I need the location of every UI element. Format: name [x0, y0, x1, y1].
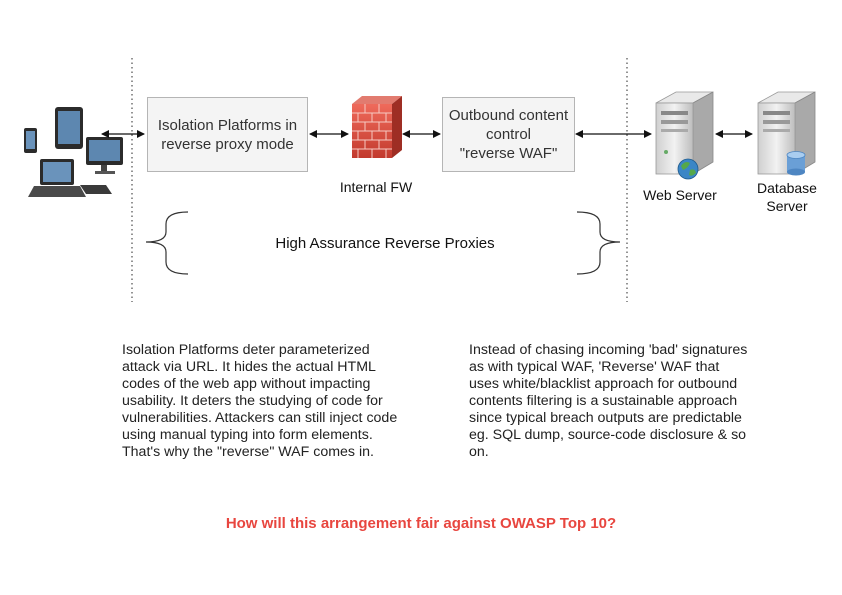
reverse-waf-note: Instead of chasing incoming 'bad' signat… — [469, 342, 748, 460]
outbound-box-line3: "reverse WAF" — [459, 145, 558, 162]
firewall-icon — [352, 96, 402, 158]
database-server-label: Database Server — [745, 179, 829, 215]
isolation-platforms-label: Isolation Platforms in reverse proxy mod… — [157, 116, 298, 153]
database-label-line1: Database — [757, 180, 817, 196]
database-server-icon — [757, 91, 816, 175]
owasp-question: How will this arrangement fair against O… — [225, 515, 617, 532]
database-label-line2: Server — [766, 198, 808, 214]
left-curly-brace — [145, 211, 189, 275]
outbound-content-control-box: Outbound content control "reverse WAF" — [442, 97, 575, 172]
isolation-platforms-box: Isolation Platforms in reverse proxy mod… — [147, 97, 308, 172]
database-cylinder-icon — [786, 151, 806, 176]
web-server-label: Web Server — [643, 187, 717, 203]
right-curly-brace — [576, 211, 621, 275]
firewall-label: Internal FW — [339, 179, 413, 195]
outbound-box-line1: Outbound content — [448, 107, 569, 124]
isolation-platform-note: Isolation Platforms deter parameterized … — [122, 342, 398, 460]
client-devices-icon — [24, 107, 123, 197]
high-assurance-label: High Assurance Reverse Proxies — [275, 235, 495, 252]
globe-icon — [677, 158, 699, 180]
outbound-box-line2: control — [485, 126, 532, 143]
